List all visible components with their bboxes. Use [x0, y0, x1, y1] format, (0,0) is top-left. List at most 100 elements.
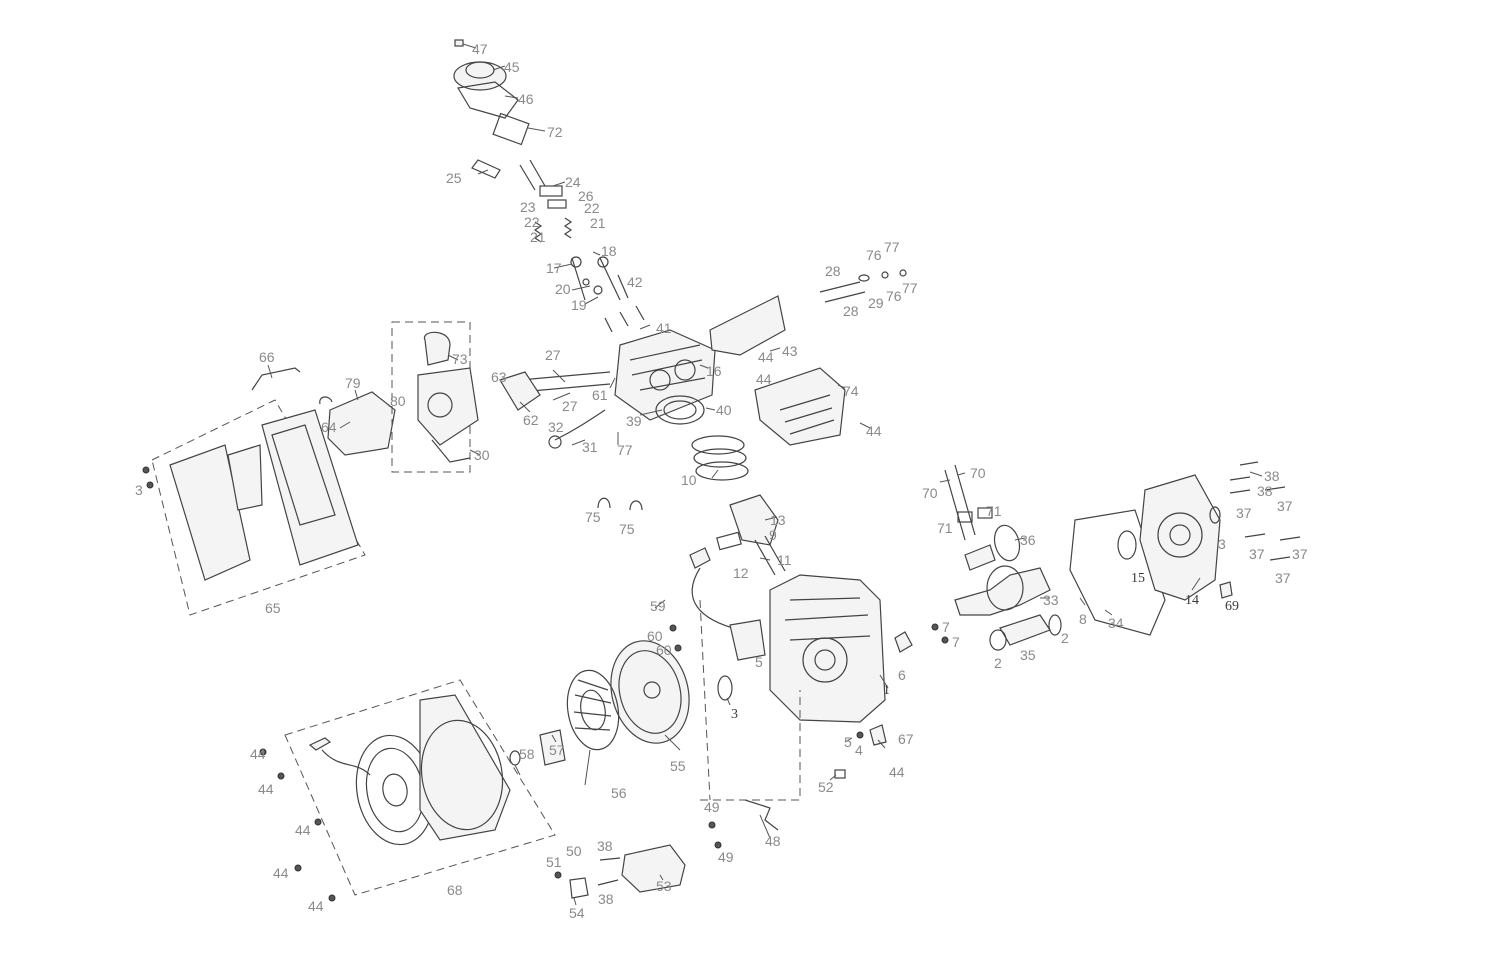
side-cover-part: [1139, 474, 1221, 601]
callout-60-top: 60: [647, 628, 663, 644]
callout-38-mid: 38: [1257, 483, 1273, 499]
callout-32: 32: [548, 419, 564, 435]
starter-cup-part: [539, 729, 566, 766]
callout-27-top: 27: [545, 347, 561, 363]
callout-37-b: 37: [1236, 505, 1252, 521]
callout-44-i: 44: [308, 898, 324, 914]
callout-44-e: 44: [250, 746, 266, 762]
cooling-fan-part: [566, 669, 620, 751]
callout-15: 15: [1131, 571, 1145, 586]
callout-41: 41: [656, 320, 672, 336]
head-gasket-part: [655, 395, 705, 425]
parts-layer: [142, 39, 1301, 902]
callout-44-f: 44: [258, 781, 274, 797]
callout-37-a: 37: [1277, 498, 1293, 514]
callout-44-c: 44: [866, 423, 882, 439]
callout-44-d: 44: [889, 764, 905, 780]
piston-rings-part: [691, 435, 749, 481]
callout-76-bottom: 76: [886, 288, 902, 304]
callout-9: 9: [769, 527, 777, 543]
callout-55: 55: [670, 758, 686, 774]
callout-28-bottom: 28: [843, 303, 859, 319]
callout-54: 54: [569, 905, 585, 921]
callout-52: 52: [818, 779, 834, 795]
callout-16: 16: [706, 363, 722, 379]
callout-70-left: 70: [922, 485, 938, 501]
callout-46: 46: [518, 91, 534, 107]
callout-44-b: 44: [756, 371, 772, 387]
fuel-line-part: [554, 409, 606, 441]
heat-shield-part: [709, 295, 786, 356]
callout-77-c: 77: [617, 442, 633, 458]
callout-48: 48: [765, 833, 781, 849]
callout-21-left: 21: [530, 229, 546, 245]
callout-4: 4: [855, 742, 863, 758]
callout-8: 8: [1079, 611, 1087, 627]
insulator-part: [499, 371, 541, 411]
callout-43: 43: [782, 343, 798, 359]
callout-66: 66: [259, 349, 275, 365]
callout-29: 29: [868, 295, 884, 311]
flywheel-part: [610, 640, 690, 744]
callout-56: 56: [611, 785, 627, 801]
callout-22-right: 22: [584, 200, 600, 216]
callout-62: 62: [523, 412, 539, 428]
callout-75-right: 75: [619, 521, 635, 537]
callout-7-bottom: 7: [952, 634, 960, 650]
callout-44-a: 44: [758, 349, 774, 365]
callout-73: 73: [452, 351, 468, 367]
callout-71-right: 71: [986, 503, 1002, 519]
oil-seal-part: [717, 675, 733, 701]
callout-77-top: 77: [884, 239, 900, 255]
callout-22-left: 22: [524, 214, 540, 230]
callout-49-top: 49: [704, 799, 720, 815]
balancer-part: [999, 614, 1051, 646]
callout-50: 50: [566, 843, 582, 859]
head-cover-part: [754, 367, 846, 446]
starter-motor-part: [554, 844, 686, 899]
callout-17: 17: [546, 260, 562, 276]
callout-39: 39: [626, 413, 642, 429]
air-filter-base-part: [327, 391, 396, 456]
crankcase-part: [769, 574, 886, 723]
callout-28-top: 28: [825, 263, 841, 279]
callout-10: 10: [681, 472, 697, 488]
callout-74: 74: [843, 383, 859, 399]
valve-train-part: [471, 159, 645, 333]
callout-59: 59: [650, 598, 666, 614]
callout-34: 34: [1108, 615, 1124, 631]
callout-24: 24: [565, 174, 581, 190]
callout-6: 6: [898, 667, 906, 683]
callout-19: 19: [571, 297, 587, 313]
callout-2-right: 2: [1061, 630, 1069, 646]
connecting-rod-part: [754, 535, 786, 576]
callout-77-bottom: 77: [902, 280, 918, 296]
callout-40: 40: [716, 402, 732, 418]
callout-67: 67: [898, 731, 914, 747]
callout-47: 47: [472, 41, 488, 57]
callout-37-c: 37: [1292, 546, 1308, 562]
callout-44-g: 44: [295, 822, 311, 838]
crankshaft-part: [954, 565, 1051, 616]
callout-72: 72: [547, 124, 563, 140]
callout-38-top: 38: [1264, 468, 1280, 484]
callout-12: 12: [733, 565, 749, 581]
callout-11: 11: [777, 552, 792, 568]
callout-33: 33: [1043, 592, 1059, 608]
callout-3-center: 3: [731, 707, 738, 722]
callout-labels: 47 45 46 72 25 24 26 23 22 22 21 21 17 1…: [135, 41, 1308, 921]
callout-7-top: 7: [942, 619, 950, 635]
callout-35: 35: [1020, 647, 1036, 663]
callout-58: 58: [519, 746, 535, 762]
callout-18: 18: [601, 243, 617, 259]
callout-38-d: 38: [598, 891, 614, 907]
callout-68: 68: [447, 882, 463, 898]
callout-71-left: 71: [937, 520, 953, 536]
callout-80: 80: [390, 393, 406, 409]
callout-13: 13: [770, 512, 786, 528]
callout-3-right: 3: [1218, 536, 1226, 552]
piston-part: [729, 494, 779, 546]
callout-23: 23: [520, 199, 536, 215]
callout-49-bottom: 49: [718, 849, 734, 865]
